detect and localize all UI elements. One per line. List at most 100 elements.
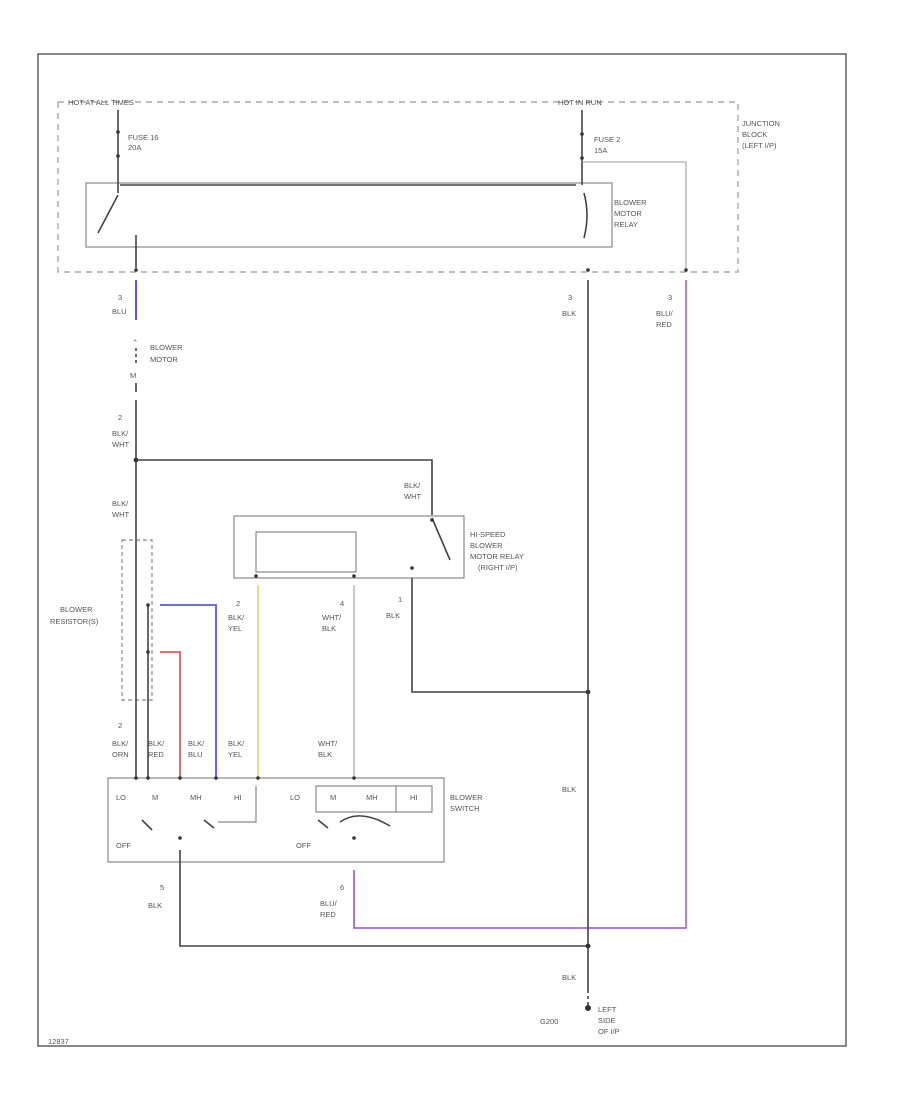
hi-relay-label-2: BLOWER [470,541,503,550]
jb-internal-feed-wire [582,161,687,270]
sw-right-pos-hi: HI [410,793,418,802]
fuse-left-terminal-top [116,130,120,134]
junction-block-label-2: BLOCK [742,130,767,139]
relay-label-3: RELAY [614,220,638,229]
res-top-color-2: WHT [112,510,129,519]
jb-pin-ground [586,268,590,272]
hi-relay-pin-1 [410,566,414,570]
blower-resistor-assembly [121,539,153,701]
blower-switch-box [107,777,445,863]
sw-right-color-2: BLK [318,750,332,759]
motor-out-color-2: WHT [112,440,129,449]
main-ground-color: BLK [562,785,576,794]
motor-in-pin: 3 [118,293,122,302]
relay-coil-symbol [583,192,588,239]
m-red-wire [160,651,181,778]
sw-right-pos-mh: MH [366,793,378,802]
relay-out-pin: 3 [568,293,572,302]
ground-lead-color: BLK [562,973,576,982]
hi-relay-label-3: MOTOR RELAY [470,552,524,561]
relay-out-color: BLK [562,309,576,318]
sw-lo-pin: 2 [118,721,122,730]
hi-relay-top-color-2: WHT [404,492,421,501]
fuse-left-terminal-bottom [116,154,120,158]
hi-relay-p1-pin: 1 [398,595,402,604]
motor-in-color: BLU [112,307,127,316]
jb-right-pin: 3 [668,293,672,302]
sw-mh-color-2: BLU [188,750,203,759]
res-top-color-1: BLK/ [112,499,129,508]
sw-m-color-1: BLK/ [148,739,165,748]
sw-lo-color-2: ORN [112,750,129,759]
ground-label-3: OF I/P [598,1027,620,1036]
hi-relay-p1-color: BLK [386,611,400,620]
sw-right-pos-lo: LO [290,793,300,802]
jb-pin-motor [134,268,138,272]
motor-out-pin: 2 [118,413,122,422]
hi-relay-feed-wire [136,459,433,515]
junction-block-label-1: JUNCTION [742,119,780,128]
sw-term-right [352,776,356,780]
sw-feed-color-1: BLU/ [320,899,338,908]
ground-label-2: SIDE [598,1016,616,1025]
sw-left-off: OFF [116,841,131,850]
fuse-left-name: FUSE 16 [128,133,158,142]
switch-right-wiper-icon [339,815,391,827]
resistor-label-1: BLOWER [60,605,93,614]
ground-splice-lower [585,943,591,949]
fuse-right-terminal-bottom [580,156,584,160]
switch-label-2: SWITCH [450,804,480,813]
fuse-right-name: FUSE 2 [594,135,620,144]
sw-term-feed [352,836,356,840]
jb-pin-feed [684,268,688,272]
sw-hi-color-1: BLK/ [228,739,245,748]
sw-ground-pin: 5 [160,883,164,892]
jb-right-color-1: BLU/ [656,309,674,318]
sw-right-pos-m: M [330,793,336,802]
switch-ground-wire [179,850,588,947]
blower-switch-right-deck [315,785,433,813]
hi-relay-label-4: (RIGHT I/P) [478,563,518,572]
footer-code: 12837 [48,1037,69,1046]
motor-symbol: M [130,371,136,380]
sw-left-pos-mh: MH [190,793,202,802]
hi-relay-p4-color-1: WHT/ [322,613,342,622]
sw-mh-color-1: BLK/ [188,739,205,748]
hi-relay-label-1: HI-SPEED [470,530,506,539]
motor-label-1: BLOWER [150,343,183,352]
switch-right-contact-icon [317,819,329,829]
switch-left-contact-icon [141,819,153,831]
junction-block-outline [57,101,739,273]
ground-name: G200 [540,1017,558,1026]
junction-block-label-3: (LEFT I/P) [742,141,777,150]
sw-left-pos-lo: LO [116,793,126,802]
ground-point-icon [585,1005,591,1011]
hot-in-run-label: HOT IN RUN [558,98,602,107]
fuse-right-terminal-top [580,132,584,136]
sw-term-mh [214,776,218,780]
sw-right-off: OFF [296,841,311,850]
hi-relay-pin-2 [254,574,258,578]
sw-hi-color-2: YEL [228,750,242,759]
hi-relay-p2-color-1: BLK/ [228,613,245,622]
sw-term-hi [256,776,260,780]
sw-term-lo [134,776,138,780]
hi-relay-ground-wire [411,578,588,693]
relay-contact-arm [97,194,119,234]
switch-feed-spacer [354,870,450,928]
sw-term-m-top [146,776,150,780]
hot-at-all-times-label: HOT AT ALL TIMES [68,98,134,107]
resistor-label-2: RESISTOR(S) [50,617,99,626]
sw-m-color-2: RED [148,750,164,759]
hi-relay-p2-color-2: YEL [228,624,242,633]
diagram-frame [37,53,847,1047]
hi-speed-relay-coil [255,531,357,573]
sw-term-ground [178,836,182,840]
sw-feed-color-2: RED [320,910,336,919]
hi-relay-p4-pin: 4 [340,599,344,608]
sw-left-pos-m: M [152,793,158,802]
switch-feed-blue-tint [353,870,686,929]
switch-label-1: BLOWER [450,793,483,802]
motor-label-2: MOTOR [150,355,178,364]
